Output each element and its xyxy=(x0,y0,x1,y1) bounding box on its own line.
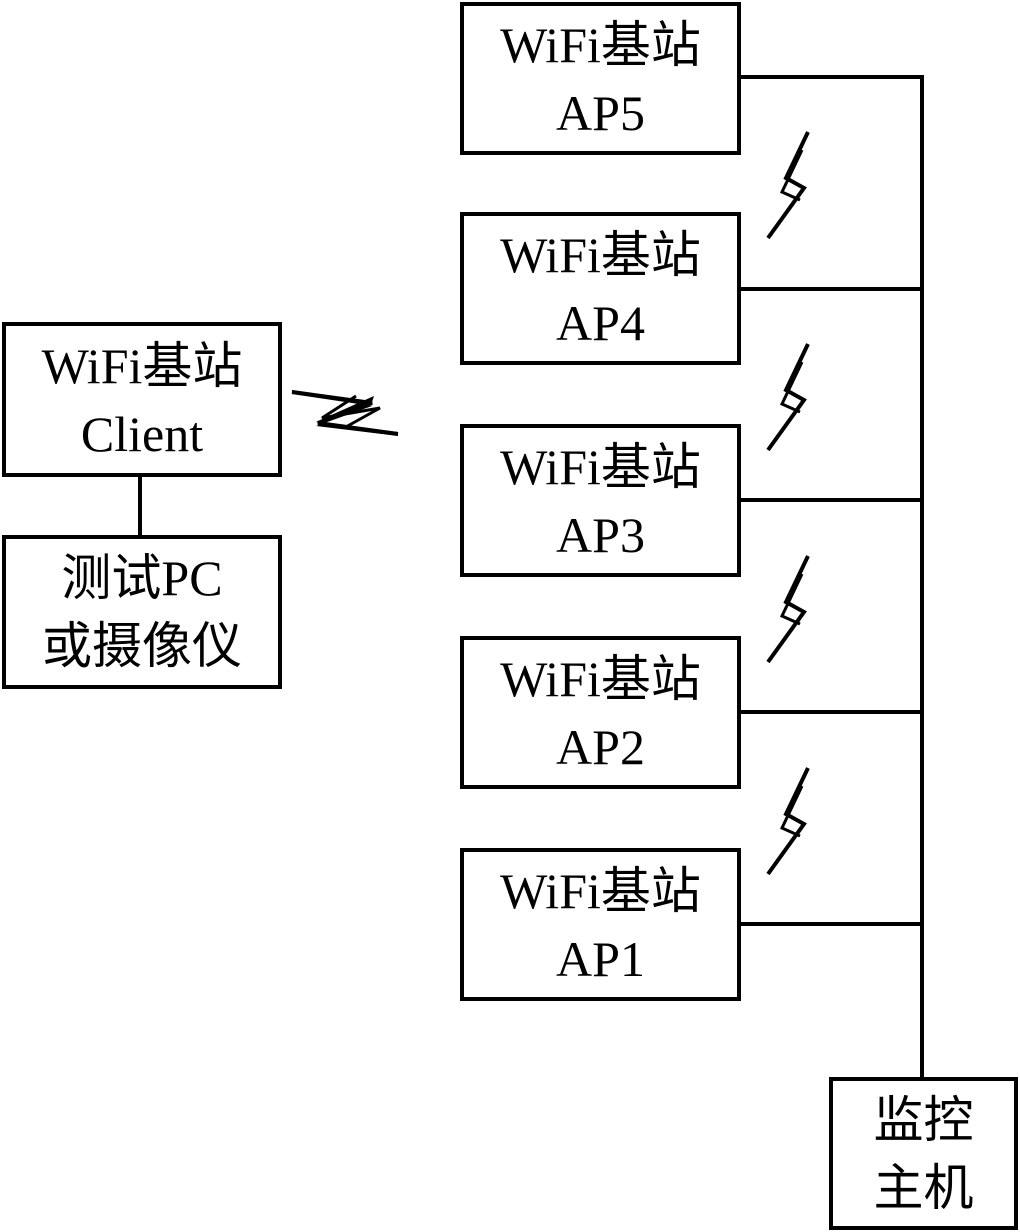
ap1-label-line1: WiFi基站 xyxy=(500,862,701,919)
ap5-label-line1: WiFi基站 xyxy=(500,16,701,73)
ap3-label-line1: WiFi基站 xyxy=(500,438,701,495)
ap2-box: WiFi基站 AP2 xyxy=(460,636,741,789)
monitor-host-box: 监控 主机 xyxy=(829,1077,1018,1230)
wireless-link-ap5-ap4 xyxy=(766,131,810,240)
ap4-box: WiFi基站 AP4 xyxy=(460,212,741,365)
client-label-line1: WiFi基站 xyxy=(41,337,243,394)
client-label-line2: Client xyxy=(80,405,204,462)
ap3-box: WiFi基站 AP3 xyxy=(460,424,741,577)
ap1-label-line2: AP1 xyxy=(556,930,645,987)
wireless-link-ap2-ap1 xyxy=(766,767,810,876)
test-pc-label-line1: 测试PC xyxy=(61,550,223,606)
ap3-label-line2: AP3 xyxy=(556,506,645,563)
wireless-link-ap4-ap3 xyxy=(766,343,810,452)
client-box: WiFi基站 Client xyxy=(2,322,282,477)
test-pc-box: 测试PC 或摄像仪 xyxy=(2,535,282,689)
ap5-label-line2: AP5 xyxy=(556,84,645,141)
wireless-link-client xyxy=(291,390,399,436)
ap5-box: WiFi基站 AP5 xyxy=(460,2,741,155)
ap4-label-line2: AP4 xyxy=(556,294,645,351)
ap2-label-line1: WiFi基站 xyxy=(500,650,701,707)
monitor-host-label-line2: 主机 xyxy=(873,1159,974,1216)
ap4-label-line1: WiFi基站 xyxy=(500,226,701,283)
test-pc-label-line2: 或摄像仪 xyxy=(42,618,242,674)
ap2-label-line2: AP2 xyxy=(556,718,645,775)
monitor-host-label-line1: 监控 xyxy=(873,1091,974,1148)
ap1-box: WiFi基站 AP1 xyxy=(460,848,741,1001)
wireless-link-ap3-ap2 xyxy=(766,555,810,664)
